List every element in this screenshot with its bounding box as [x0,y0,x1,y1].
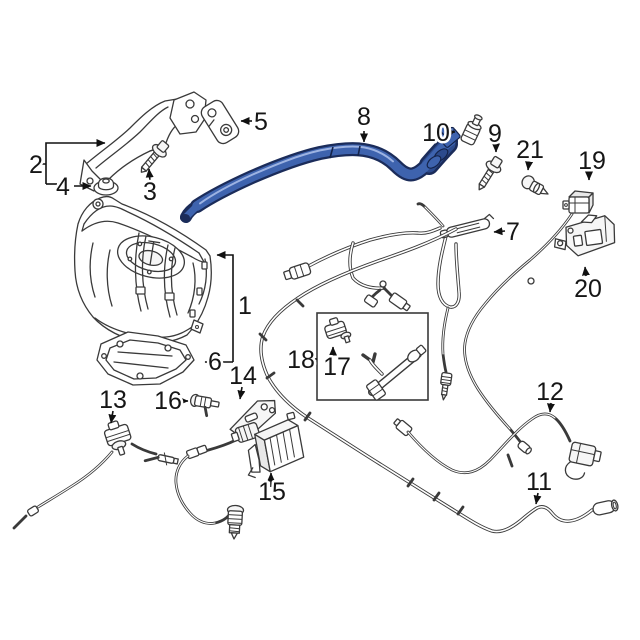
callout-label-13[interactable]: 13 [97,384,130,417]
callout-label-12[interactable]: 12 [534,376,567,409]
part-19-module [562,190,594,214]
callout-label-14[interactable]: 14 [227,360,260,393]
callout-label-5[interactable]: 5 [252,106,271,139]
callout-label-19[interactable]: 19 [576,145,609,178]
part-20-bracket [553,214,616,257]
callout-label-15[interactable]: 15 [256,476,289,509]
part-5-mounting-plate [200,99,240,145]
module-19-cable [463,212,574,455]
oxygen-sensor [226,504,245,540]
callout-label-21[interactable]: 21 [514,134,547,167]
part-10-vent-valve [460,114,483,146]
part-13-sensor-cable [12,420,179,530]
callout-label-8[interactable]: 8 [355,101,374,134]
callout-label-6[interactable]: 6 [206,346,225,379]
part-14-bracket [229,399,277,443]
inset-box-18 [316,312,429,401]
hose-end [592,499,619,516]
callout-label-3[interactable]: 3 [141,176,160,209]
callout-label-1[interactable]: 1 [236,290,255,323]
part-17-sensor [324,317,352,344]
oxygen-sensor-cable [174,438,245,540]
part-8-filler-pipe [180,125,461,223]
part-17-tube-bracket [361,344,427,401]
part-4-grommet [93,177,119,196]
callout-label-18[interactable]: 18 [285,344,318,377]
part-12-sensor-harness [393,412,602,480]
callout-label-10[interactable]: 10 [420,117,453,150]
part-2-support-bracket [79,91,207,192]
callout-label-16[interactable]: 16 [152,385,185,418]
callout-label-9[interactable]: 9 [486,118,505,151]
hanging-sensor [440,306,453,401]
evap-harness-assembly [283,202,461,312]
callout-label-4[interactable]: 4 [54,171,73,204]
part-15-canister [247,411,305,479]
callout-labels: 1 2 3 4 5 6 7 8 9 10 11 12 13 14 15 16 1… [27,101,609,509]
part-3-bolt [140,140,170,173]
leader-lines [42,117,593,505]
probe [143,452,179,466]
callout-label-17[interactable]: 17 [321,351,354,384]
part-21-fitting [521,175,549,196]
callout-label-2[interactable]: 2 [27,149,46,182]
callout-label-11[interactable]: 11 [524,466,555,499]
part-9-bolt [478,155,503,191]
part-1-reservoir-tank [73,195,212,344]
callout-label-7[interactable]: 7 [504,216,523,249]
callout-label-20[interactable]: 20 [572,273,605,306]
part-16-valve [189,393,220,418]
part-11-tube-run [258,227,619,534]
part-6-skid-plate [96,331,195,386]
